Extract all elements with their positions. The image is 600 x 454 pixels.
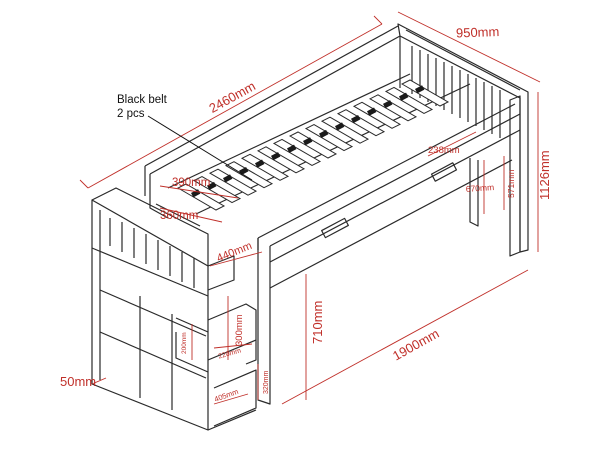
slat: [352, 101, 402, 129]
slat: [208, 168, 258, 196]
black-belt-segment: [190, 189, 201, 198]
head-width-label: 238mm: [428, 145, 460, 156]
black-belt-segment: [351, 114, 361, 124]
black-belt-segment: [222, 174, 233, 183]
black-belt-segment: [303, 137, 313, 146]
slat: [368, 94, 418, 122]
slat: [240, 153, 290, 181]
slat: [272, 138, 322, 166]
dimension-lines: [79, 11, 541, 405]
slat: [288, 131, 338, 159]
width-total-label: 950mm: [456, 24, 500, 41]
black-belt-segment: [399, 92, 409, 101]
bed-frame: [91, 23, 529, 431]
slat: [400, 79, 450, 107]
leg-b-label: 571mm: [506, 170, 516, 198]
slat: [384, 86, 434, 114]
height-total-label: 1126mm: [537, 150, 552, 200]
black-belt-segment: [383, 100, 393, 109]
black-belt-segment: [367, 107, 377, 116]
black-belt-segment: [287, 144, 297, 153]
leg-a-label: 670mm: [465, 182, 494, 194]
slat: [320, 116, 370, 144]
cube-small-b-label: 220mm: [218, 347, 243, 360]
black-belt-segment: [207, 181, 217, 190]
deck-b-label: 360mm: [160, 210, 198, 222]
deck-a-label: 390mm: [172, 177, 210, 189]
bed-slats: [176, 79, 450, 211]
slat: [304, 124, 354, 152]
slat: [224, 161, 274, 189]
black-belt-segment: [271, 152, 281, 161]
post-label: 50mm: [60, 374, 96, 389]
clearance-label: 710mm: [310, 301, 325, 344]
cube-small-label: 200mm: [181, 332, 188, 354]
black-belt-segment: [319, 129, 329, 138]
belt-note-line1: Black belt: [117, 94, 168, 106]
belt-annotation: Black belt 2 pcs: [117, 94, 168, 120]
black-belt-segment: [415, 85, 425, 94]
black-belt-segment: [335, 122, 345, 131]
step-height-label: 300mm: [234, 314, 245, 346]
slat: [256, 146, 306, 174]
belt-note-line2: 2 pcs: [117, 108, 145, 120]
base-height-label: 320mm: [263, 370, 270, 394]
black-belt-segment: [254, 159, 265, 168]
slat: [336, 109, 386, 137]
base-depth-label: 405mm: [213, 387, 240, 404]
